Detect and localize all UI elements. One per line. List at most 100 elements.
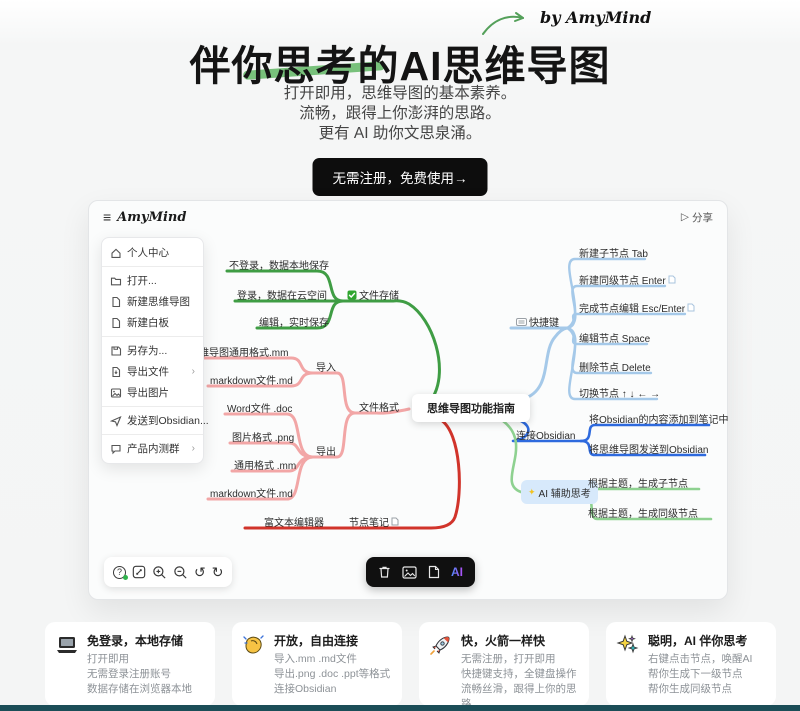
menu-item-profile[interactable]: 个人中心 [102, 242, 203, 263]
menu-item-new-mindmap[interactable]: 新建思维导图 [102, 291, 203, 312]
sparkle-icon: ✦ [528, 486, 536, 497]
folder-open-icon [110, 277, 122, 285]
file-icon [112, 296, 121, 307]
mindmap-node[interactable]: 通用格式 .mm [234, 461, 297, 472]
mindmap-node[interactable]: 图片格式 .png [232, 433, 295, 444]
file-note-icon [428, 565, 440, 579]
fullscreen-button[interactable] [132, 565, 146, 579]
mindmap-node[interactable]: 删除节点 Delete [579, 363, 651, 374]
zoom-out-button[interactable] [173, 565, 188, 580]
card-line: 数据存储在浏览器本地 [87, 683, 192, 695]
card-title: 快，火箭一样快 [461, 634, 546, 648]
mindmap-node[interactable]: 导入 [316, 363, 336, 374]
card-ai-smart: 聪明，AI 伴你思考 右键点击节点，唤醒AI 帮你生成下一级节点 帮你生成同级节… [606, 622, 776, 706]
menu-divider [102, 406, 203, 407]
mindmap-node[interactable]: 根据主题，生成子节点 [588, 479, 688, 490]
mindmap-node-note[interactable]: 节点笔记 [349, 514, 399, 529]
share-button[interactable]: ▷ 分享 [681, 210, 713, 225]
file-export-icon [112, 366, 121, 377]
menu-item-new-whiteboard[interactable]: 新建白板 [102, 312, 203, 333]
checkbox-checked-icon[interactable] [347, 290, 357, 300]
share-label: 分享 [692, 211, 713, 224]
app-window: ≡ AmyMind ▷ 分享 [88, 200, 728, 600]
mindmap-node-shortcut-esc[interactable]: 完成节点编辑 Esc/Enter [579, 300, 695, 315]
mindmap-node[interactable]: 新建子节点 Tab [579, 249, 648, 260]
mindmap-node-shortcuts[interactable]: 快捷键 [516, 314, 559, 329]
page-title: 伴你思考的AI思维导图 [189, 43, 611, 89]
image-file-icon [110, 387, 122, 398]
hamburger-icon[interactable]: ≡ [103, 209, 112, 225]
note-button[interactable] [428, 565, 440, 579]
menu-item-export-image[interactable]: 导出图片 [102, 382, 203, 403]
share-icon: ▷ [680, 211, 689, 223]
mindmap-node-storage[interactable]: 文件存储 [347, 287, 399, 302]
note-icon [391, 517, 399, 526]
trash-icon [379, 566, 390, 578]
menu-divider [102, 266, 203, 267]
mindmap-node[interactable]: 切换节点 ↑ ↓ ← → [579, 389, 661, 400]
card-line: 帮你生成下一级节点 [648, 668, 743, 680]
card-line: 无需注册，打开即用 [461, 653, 556, 665]
image-icon [402, 565, 417, 579]
mindmap-node[interactable]: 编辑，实时保存 [259, 318, 329, 329]
menu-item-open[interactable]: 打开... [102, 270, 203, 291]
send-icon [110, 415, 122, 427]
clap-icon [242, 632, 266, 698]
notification-dot [123, 574, 128, 580]
mindmap-node[interactable]: 登录，数据在云空间 [237, 291, 327, 302]
app-logo: AmyMind [117, 209, 187, 225]
mindmap-node[interactable]: markdown文件.md [210, 489, 293, 500]
mindmap-node[interactable]: 思维导图通用格式.mm [189, 348, 289, 359]
mindmap-node[interactable]: 根据主题，生成同级节点 [588, 509, 698, 520]
chevron-right-icon: › [191, 366, 195, 377]
card-open-connect: 开放，自由连接 导入.mm .md文件 导出.png .doc .ppt等格式 … [232, 622, 402, 706]
zoom-in-button[interactable] [152, 565, 167, 580]
note-icon [687, 303, 695, 312]
app-header: ≡ AmyMind ▷ 分享 [89, 201, 727, 233]
card-fast: 快，火箭一样快 无需注册，打开即用 快捷键支持，全键盘操作 流畅丝滑，跟得上你的… [419, 622, 589, 706]
sparkles-icon [616, 632, 640, 698]
mindmap-node[interactable]: 导出 [316, 447, 336, 458]
mindmap-center-node[interactable]: 思维导图功能指南 [412, 394, 530, 422]
card-line: 右键点击节点，唤醒AI [648, 653, 753, 665]
subtitle-line: 更有 AI 助你文思泉涌。 [318, 125, 482, 142]
delete-button[interactable] [378, 565, 391, 579]
help-icon: ? [113, 565, 126, 579]
ai-button[interactable]: AI [451, 565, 463, 579]
zoom-in-icon [153, 565, 166, 579]
mindmap-node-shortcut-enter[interactable]: 新建同级节点 Enter [579, 272, 676, 287]
card-title: 聪明，AI 伴你思考 [648, 634, 748, 648]
insert-image-button[interactable] [402, 565, 417, 579]
laptop-icon [55, 632, 79, 698]
cta-button[interactable]: 无需注册，免费使用→ [312, 158, 488, 196]
byline: by AmyMind [540, 8, 652, 27]
menu-item-save-as[interactable]: 另存为... [102, 340, 203, 361]
mindmap-node[interactable]: 编辑节点 Space [579, 334, 651, 345]
mindmap-node[interactable]: 将思维导图发送到Obsidian [589, 445, 709, 456]
save-icon [111, 345, 122, 356]
mindmap-node[interactable]: Word文件 .doc [227, 404, 293, 415]
subtitle-line: 流畅，跟得上你澎湃的思路。 [299, 105, 501, 122]
mindmap-node[interactable]: 连接Obsidian [516, 431, 576, 442]
mindmap-node-ai[interactable]: ✦ AI 辅助思考 [521, 480, 598, 504]
hero-subtitle: 打开即用，思维导图的基本素养。 流畅，跟得上你澎湃的思路。 更有 AI 助你文思… [0, 84, 800, 144]
subtitle-line: 打开即用，思维导图的基本素养。 [283, 85, 517, 102]
card-line: 快捷键支持，全键盘操作 [461, 668, 577, 680]
card-line: 连接Obsidian [274, 683, 337, 695]
mindmap-node[interactable]: 不登录，数据本地保存 [229, 261, 329, 272]
mindmap-node[interactable]: 富文本编辑器 [264, 518, 324, 529]
menu-item-send-obsidian[interactable]: 发送到Obsidian... [102, 410, 209, 431]
mindmap-node[interactable]: 文件格式 [359, 403, 399, 414]
redo-button[interactable]: ↻ [212, 565, 224, 579]
mindmap-node[interactable]: markdown文件.md [210, 376, 293, 387]
feature-cards: 免登录，本地存储 打开即用 无需登录注册账号 数据存储在浏览器本地 开放，自由连… [45, 622, 776, 706]
keyboard-icon [516, 317, 527, 326]
file-icon [112, 317, 121, 328]
menu-item-export-file[interactable]: 导出文件 › [102, 361, 203, 382]
expand-icon [132, 565, 146, 579]
help-button[interactable]: ? [113, 565, 128, 580]
mindmap-node[interactable]: 将Obsidian的内容添加到笔记中 [589, 415, 729, 426]
undo-button[interactable]: ↺ [194, 565, 206, 579]
zoom-out-icon [174, 565, 187, 579]
menu-item-beta-group[interactable]: 产品内测群 › [102, 438, 203, 459]
